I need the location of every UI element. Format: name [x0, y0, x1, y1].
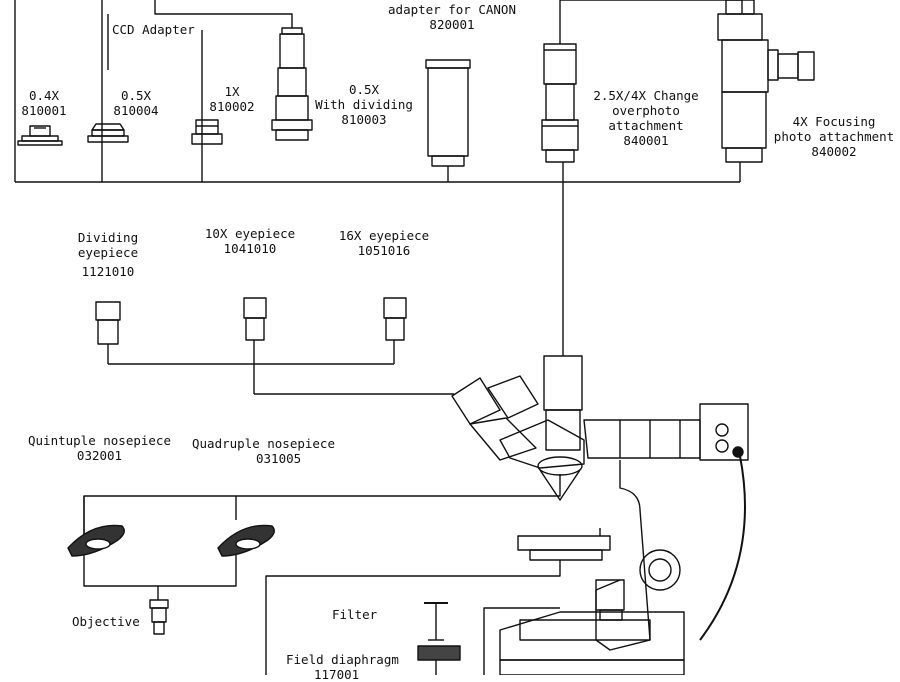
- change-attachment-line-1: 2.5X/4X Change: [593, 88, 699, 103]
- quintuple-nosepiece-code: 032001: [76, 448, 123, 463]
- ccd-item-4-note: With dividing: [315, 97, 413, 112]
- ccd-group-frame: [14, 0, 743, 356]
- lower-connectors: [265, 560, 561, 675]
- ccd-item-2: 0.5X 810004: [113, 88, 158, 118]
- quadruple-nosepiece-code: 031005: [256, 451, 302, 466]
- focusing-attachment-line-1: 4X Focusing: [792, 114, 876, 129]
- eyepiece-dividing-icon: [95, 301, 121, 345]
- adapter-0-5x-dividing-icon: [271, 27, 313, 141]
- ccd-item-1-code: 810001: [21, 103, 67, 118]
- field-diaphragm-label: Field diaphragm 117001: [286, 652, 399, 682]
- ccd-item-2-code: 810004: [113, 103, 159, 118]
- quintuple-nosepiece-name: Quintuple nosepiece: [28, 433, 171, 448]
- focusing-photo-attachment-icon: [717, 0, 815, 163]
- field-diaphragm-icon: [417, 639, 461, 675]
- eyepiece-2-code: 1041010: [223, 241, 277, 256]
- quintuple-nosepiece-icon: [67, 524, 125, 557]
- objective-label: Objective: [72, 614, 140, 629]
- eyepiece-connectors: [107, 340, 454, 395]
- change-attachment-label: 2.5X/4X Change overphoto attachment 8400…: [593, 88, 698, 148]
- focusing-attachment-code: 840002: [811, 144, 857, 159]
- eyepiece-1-line-2: eyepiece: [77, 245, 139, 260]
- ccd-adapter-title: CCD Adapter: [112, 22, 195, 37]
- ccd-item-1: 0.4X 810001: [21, 88, 66, 118]
- objective-icon: [149, 599, 169, 635]
- filter-icon: [424, 602, 448, 640]
- eyepiece-10x-icon: [243, 297, 267, 341]
- canon-adapter-code: 820001: [429, 17, 475, 32]
- ccd-item-4: 0.5X With dividing 810003: [315, 82, 413, 127]
- ccd-item-3: 1X 810002: [209, 84, 254, 114]
- eyepiece-1-code: 1121010: [81, 264, 135, 279]
- change-attachment-code: 840001: [623, 133, 669, 148]
- ccd-item-4-mag: 0.5X: [348, 82, 380, 97]
- adapter-0-4x-icon: [17, 125, 63, 146]
- nosepiece-connectors: [83, 474, 561, 600]
- field-diaphragm-name: Field diaphragm: [286, 652, 399, 667]
- ccd-item-3-mag: 1X: [224, 84, 240, 99]
- ccd-item-1-mag: 0.4X: [28, 88, 60, 103]
- quadruple-nosepiece-label: Quadruple nosepiece 031005: [192, 436, 335, 466]
- ccd-item-4-code: 810003: [341, 112, 387, 127]
- eyepiece-3-code: 1051016: [357, 243, 411, 258]
- quintuple-nosepiece-label: Quintuple nosepiece 032001: [28, 433, 171, 463]
- filter-label: Filter: [332, 607, 378, 622]
- eyepiece-1-label: Dividing eyepiece 1121010: [78, 230, 138, 279]
- change-attachment-line-2: overphoto: [612, 103, 680, 118]
- change-attachment-line-3: attachment: [608, 118, 684, 133]
- canon-adapter-label: adapter for CANON 820001: [388, 2, 516, 32]
- eyepiece-1-line-1: Dividing: [77, 230, 139, 245]
- ccd-item-2-mag: 0.5X: [120, 88, 152, 103]
- quadruple-nosepiece-icon: [217, 524, 275, 557]
- eyepiece-16x-icon: [383, 297, 407, 341]
- focusing-attachment-label: 4X Focusing photo attachment 840002: [774, 114, 894, 159]
- canon-adapter-icon: [425, 59, 471, 167]
- canon-adapter-title: adapter for CANON: [388, 2, 516, 17]
- ccd-item-3-code: 810002: [209, 99, 255, 114]
- adapter-1x-icon: [191, 119, 223, 145]
- microscope-icon: [451, 355, 749, 675]
- focusing-attachment-line-2: photo attachment: [773, 129, 895, 144]
- eyepiece-3-line-1: 16X eyepiece: [338, 228, 430, 243]
- eyepiece-3-label: 16X eyepiece 1051016: [339, 228, 429, 258]
- change-overphoto-attachment-icon: [541, 43, 579, 163]
- eyepiece-2-line-1: 10X eyepiece: [204, 226, 296, 241]
- eyepiece-2-label: 10X eyepiece 1041010: [205, 226, 295, 256]
- adapter-0-5x-icon: [87, 123, 129, 143]
- quadruple-nosepiece-name: Quadruple nosepiece: [192, 436, 335, 451]
